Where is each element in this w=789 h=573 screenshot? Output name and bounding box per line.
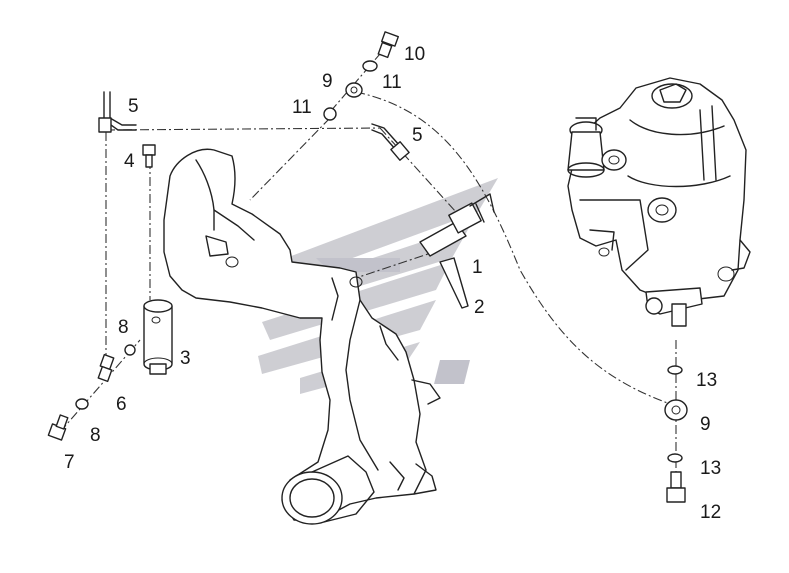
- sensor-1: [419, 193, 495, 257]
- label-9b: 9: [700, 414, 711, 435]
- label-7: 7: [64, 452, 75, 473]
- pipe-5-left: [98, 91, 137, 133]
- label-3: 3: [180, 348, 191, 369]
- label-13a: 13: [696, 370, 717, 391]
- washer-13-upper: [667, 365, 683, 375]
- label-1: 1: [472, 257, 483, 278]
- label-10a: 10: [404, 44, 425, 65]
- line-bolt-10: [329, 39, 393, 113]
- line-5-sensor: [379, 127, 457, 213]
- label-8b: 8: [90, 425, 101, 446]
- label-11b: 11: [292, 97, 312, 118]
- line-bolt-7: [59, 339, 141, 433]
- label-4: 4: [124, 151, 135, 172]
- bolt-7: [47, 414, 69, 441]
- intake-duct: [163, 148, 441, 525]
- banjo-9-lower: [664, 399, 688, 421]
- washer-11-left: [323, 107, 337, 121]
- line-pipe-5: [105, 127, 381, 131]
- line-hose-9: [355, 91, 677, 407]
- line-sensor-pipe: [349, 249, 441, 281]
- washer-8-lower: [75, 398, 89, 410]
- label-6: 6: [116, 394, 127, 415]
- washer-13-lower: [667, 453, 683, 463]
- bolt-12: [666, 471, 686, 503]
- fuel-filter-housing: [567, 77, 751, 327]
- line-11-bracket: [249, 117, 331, 201]
- bolt-4: [142, 144, 156, 168]
- seal-2: [439, 257, 469, 309]
- label-12: 12: [700, 502, 721, 523]
- label-2: 2: [474, 297, 485, 318]
- pipe-5-right: [371, 123, 410, 161]
- label-9a: 9: [322, 71, 333, 92]
- label-5b: 5: [412, 125, 423, 146]
- washer-11-top: [362, 60, 378, 72]
- washer-8-upper: [124, 344, 136, 356]
- label-11a: 11: [382, 72, 402, 93]
- sensor-3: [143, 299, 173, 375]
- fitting-6: [97, 353, 115, 383]
- banjo-9-top: [345, 82, 363, 98]
- label-8a: 8: [118, 317, 129, 338]
- label-5a: 5: [128, 96, 139, 117]
- bolt-10: [377, 31, 399, 59]
- callout-labels: 10 9 11 11 5 5 4 1 2 8 3 6 8 7 13 9 13 1…: [64, 44, 721, 523]
- label-13b: 13: [700, 458, 721, 479]
